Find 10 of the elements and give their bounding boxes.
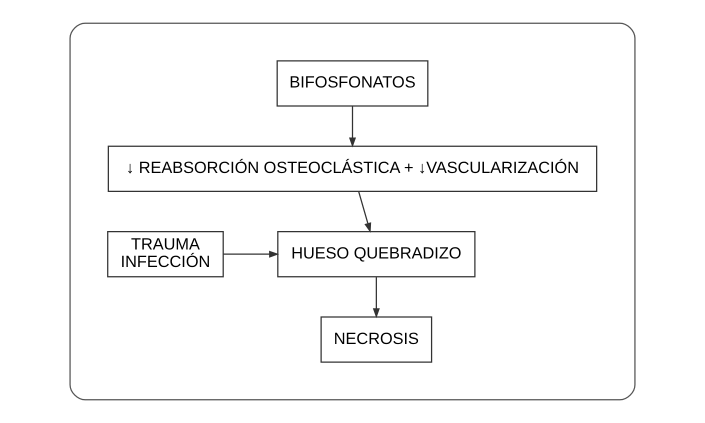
arrow bbox=[348, 106, 356, 148]
arrow bbox=[224, 250, 280, 258]
node-box: HUESO QUEBRADIZO bbox=[277, 230, 476, 278]
cluster bbox=[69, 22, 636, 400]
node-box: ↓ REABSORCIÓN OSTEOCLÁSTICA + ↓VASCULARIZACIÓN bbox=[108, 146, 598, 192]
node-box: BIFOSFONATOS bbox=[276, 60, 428, 107]
arrow bbox=[372, 277, 380, 318]
node-box: TRAUMA INFECCIÓN bbox=[107, 230, 224, 278]
node-box: NECROSIS bbox=[320, 316, 432, 363]
arrow bbox=[358, 192, 372, 233]
